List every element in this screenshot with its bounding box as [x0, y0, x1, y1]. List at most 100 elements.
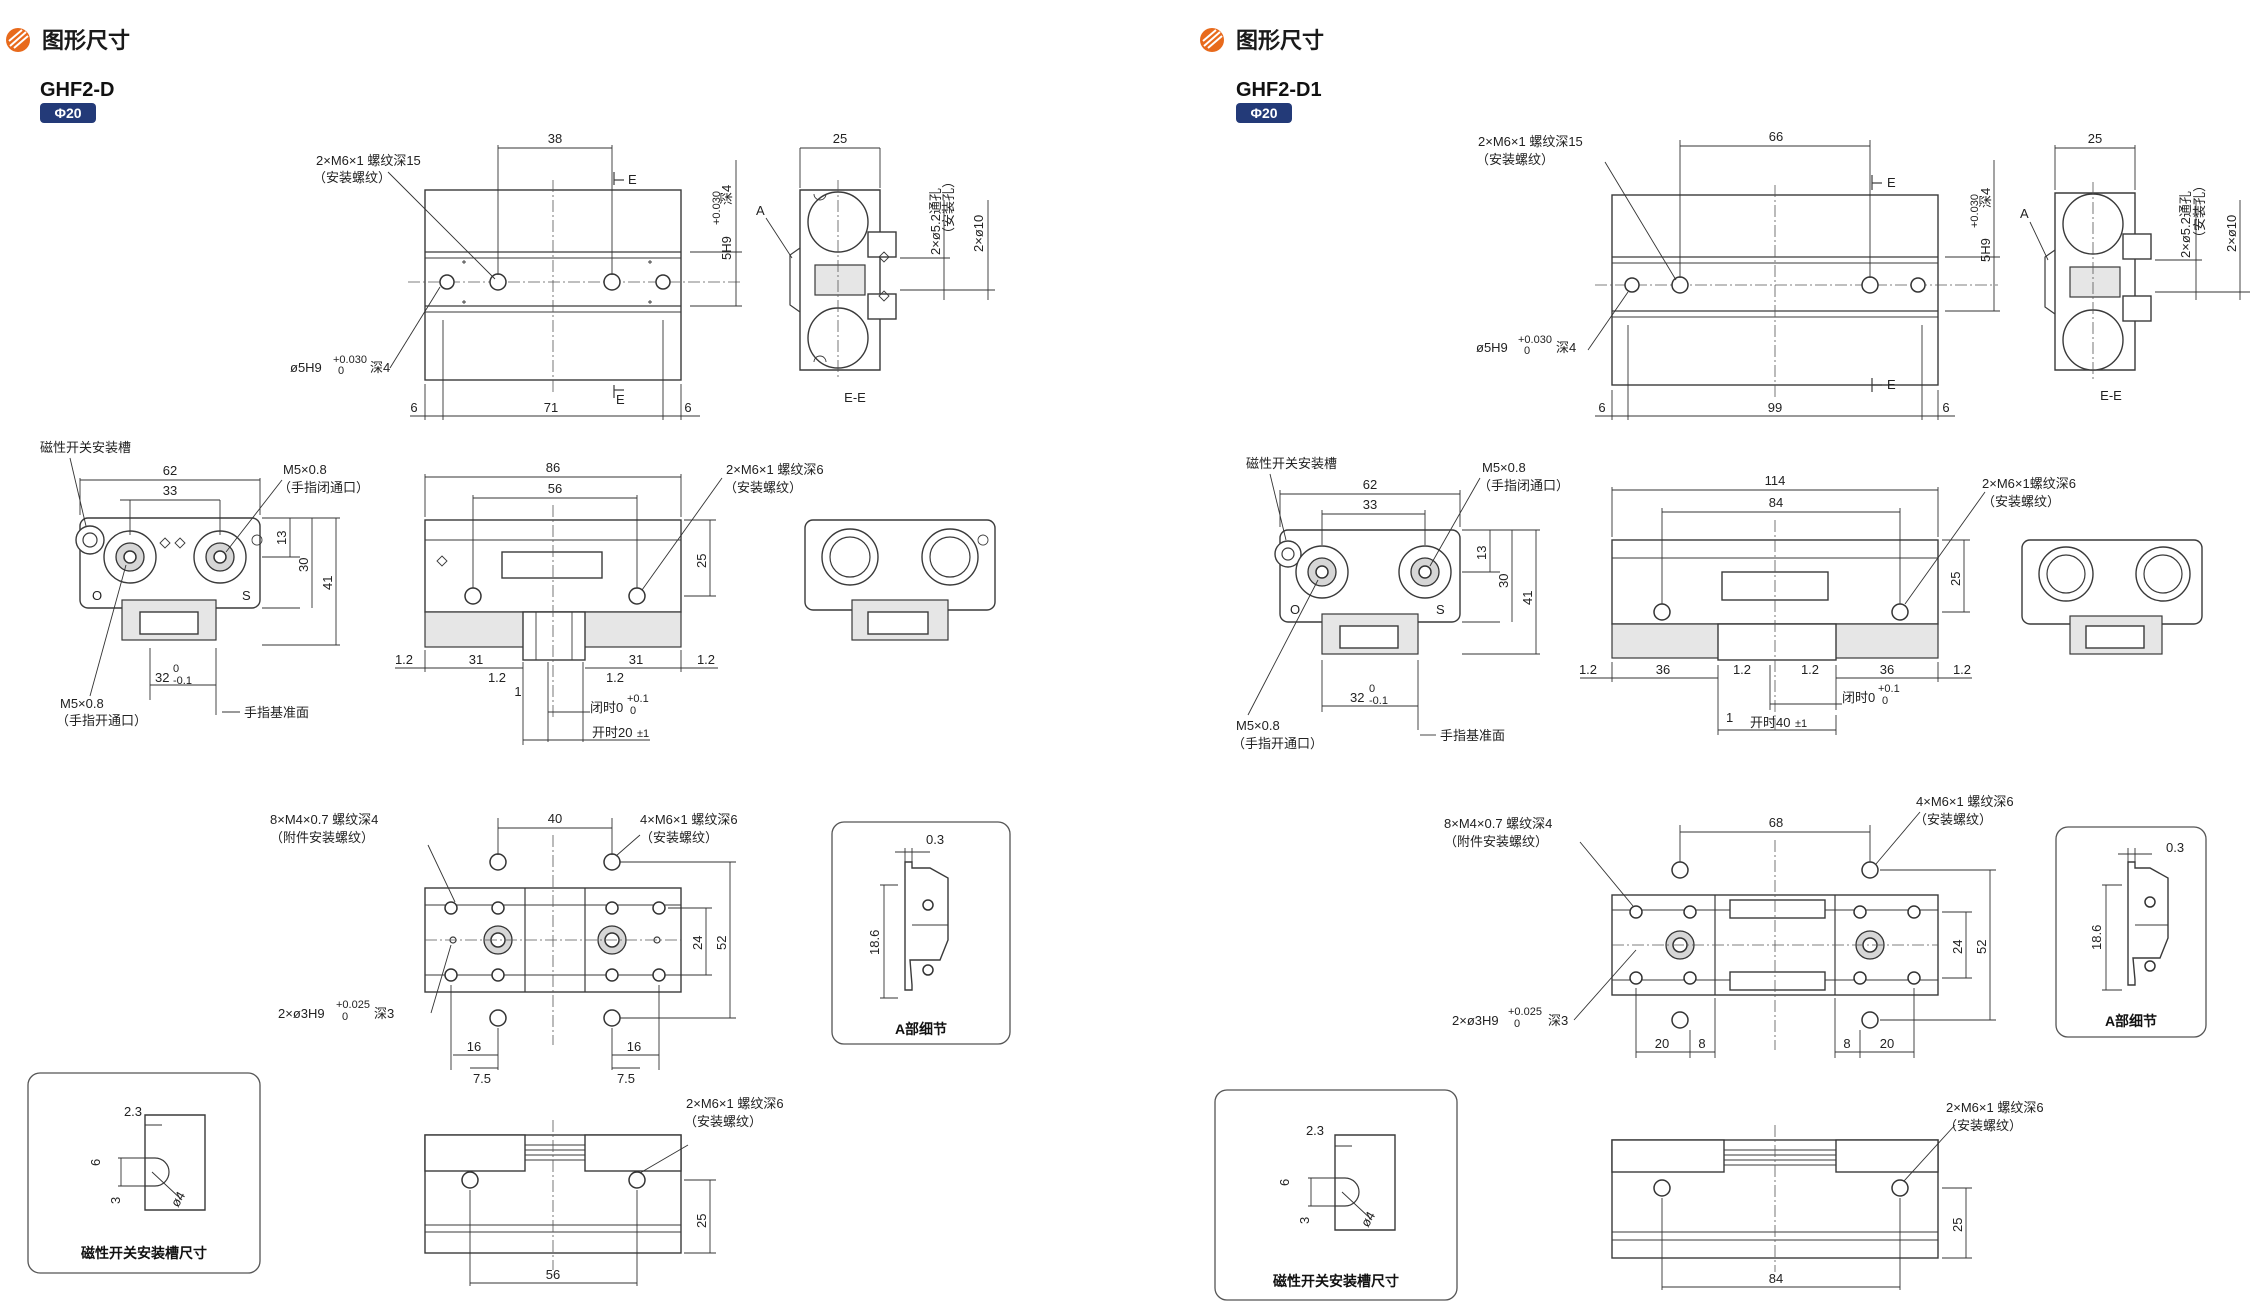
- svg-text:30: 30: [296, 558, 311, 572]
- bore-badge-label: Φ20: [54, 105, 81, 121]
- left-ee-section: 25 A 2×ø5.2通孔 （安装孔） 2×ø10 E-E: [756, 131, 995, 405]
- svg-text:2×M6×1 螺纹深15: 2×M6×1 螺纹深15: [1478, 134, 1583, 149]
- svg-text:4×M6×1 螺纹深6: 4×M6×1 螺纹深6: [640, 812, 738, 827]
- svg-text:（安装螺纹）: （安装螺纹）: [1914, 812, 1992, 827]
- svg-text:2.3: 2.3: [124, 1104, 142, 1119]
- svg-text:深4: 深4: [1556, 340, 1576, 355]
- svg-text:3: 3: [1297, 1217, 1312, 1224]
- svg-text:71: 71: [544, 400, 558, 415]
- svg-text:8×M4×0.7 螺纹深4: 8×M4×0.7 螺纹深4: [1444, 816, 1552, 831]
- svg-text:（手指开通口）: （手指开通口）: [1232, 736, 1323, 751]
- svg-text:2×M6×1 螺纹深15: 2×M6×1 螺纹深15: [316, 153, 421, 168]
- detail-a-caption: A部细节: [895, 1021, 947, 1037]
- right-end-view: [2021, 539, 2203, 655]
- svg-text:M5×0.8: M5×0.8: [283, 462, 327, 477]
- left-lower-view: 2×M6×1 螺纹深6 （安装螺纹） 25 56: [424, 1096, 784, 1286]
- svg-text:52: 52: [714, 936, 729, 950]
- svg-text:2×M6×1 螺纹深6: 2×M6×1 螺纹深6: [686, 1096, 784, 1111]
- svg-text:18.6: 18.6: [867, 930, 882, 955]
- svg-text:38: 38: [548, 131, 562, 146]
- svg-text:56: 56: [546, 1267, 560, 1282]
- svg-text:2.3: 2.3: [1306, 1123, 1324, 1138]
- svg-text:2×ø5.2通孔: 2×ø5.2通孔: [928, 188, 943, 255]
- section-title: 图形尺寸: [1236, 28, 1324, 53]
- svg-text:40: 40: [548, 811, 562, 826]
- svg-text:2×M6×1 螺纹深6: 2×M6×1 螺纹深6: [1946, 1100, 2044, 1115]
- svg-text:O: O: [92, 588, 102, 603]
- right-detail-a-panel: 0.3 18.6 A部细节: [2055, 826, 2207, 1038]
- svg-text:1.2: 1.2: [606, 670, 624, 685]
- svg-text:30: 30: [1496, 574, 1511, 588]
- svg-text:1: 1: [514, 684, 521, 699]
- svg-text:5H9: 5H9: [719, 236, 734, 260]
- svg-text:（安装螺纹）: （安装螺纹）: [1476, 152, 1554, 167]
- svg-text:+0.030: +0.030: [1518, 334, 1552, 346]
- svg-text:86: 86: [546, 460, 560, 475]
- svg-text:ø5H9: ø5H9: [1476, 340, 1508, 355]
- svg-text:36: 36: [1656, 662, 1670, 677]
- svg-text:33: 33: [163, 483, 177, 498]
- svg-text:18.6: 18.6: [2089, 925, 2104, 950]
- svg-text:5H9: 5H9: [1978, 238, 1993, 262]
- svg-text:6: 6: [410, 400, 417, 415]
- svg-text:7.5: 7.5: [617, 1071, 635, 1086]
- left-front-view: O S 62 33 磁性开关安装槽 M5×0.8 （手指闭通口） 13 30 4…: [40, 440, 369, 728]
- svg-text:36: 36: [1880, 662, 1894, 677]
- svg-text:31: 31: [469, 652, 483, 667]
- svg-text:O: O: [1290, 602, 1300, 617]
- svg-text:25: 25: [1948, 572, 1963, 586]
- slot-detail-caption: 磁性开关安装槽尺寸: [81, 1245, 207, 1261]
- svg-text:7.5: 7.5: [473, 1071, 491, 1086]
- svg-text:16: 16: [467, 1039, 481, 1054]
- svg-text:0.3: 0.3: [926, 832, 944, 847]
- svg-text:84: 84: [1769, 1271, 1783, 1286]
- svg-text:S: S: [242, 588, 251, 603]
- svg-text:2×ø5.2通孔: 2×ø5.2通孔: [2178, 191, 2193, 258]
- svg-text:99: 99: [1768, 400, 1782, 415]
- svg-text:2×ø10: 2×ø10: [971, 215, 986, 252]
- svg-text:-0.1: -0.1: [173, 675, 192, 687]
- bore-badge-label: Φ20: [1250, 105, 1277, 121]
- svg-text:E: E: [1887, 377, 1896, 392]
- svg-text:20: 20: [1655, 1036, 1669, 1051]
- svg-text:闭时0: 闭时0: [590, 700, 623, 715]
- left-top-view: 38 71 6 6 E E 2×M6×1 螺纹深15 （安装螺纹） ø5H9 +…: [290, 131, 742, 420]
- svg-text:33: 33: [1363, 497, 1377, 512]
- svg-text:41: 41: [320, 576, 335, 590]
- svg-text:手指基准面: 手指基准面: [244, 705, 309, 720]
- svg-text:深3: 深3: [374, 1006, 394, 1021]
- svg-text:66: 66: [1769, 129, 1783, 144]
- svg-text:6: 6: [684, 400, 691, 415]
- right-ee-section: 25 A 2×ø5.2通孔 （安装孔） 2×ø10 E-E: [2020, 131, 2250, 403]
- svg-text:13: 13: [1474, 546, 1489, 560]
- svg-text:（安装螺纹）: （安装螺纹）: [640, 830, 718, 845]
- svg-text:±1: ±1: [637, 728, 649, 740]
- model-name: GHF2-D: [40, 79, 114, 101]
- svg-text:+0.025: +0.025: [336, 999, 370, 1011]
- svg-text:0: 0: [1514, 1018, 1520, 1030]
- svg-text:-0.1: -0.1: [1369, 695, 1388, 707]
- svg-text:25: 25: [2088, 131, 2102, 146]
- svg-text:8×M4×0.7 螺纹深4: 8×M4×0.7 螺纹深4: [270, 812, 378, 827]
- svg-text:E-E: E-E: [844, 390, 866, 405]
- section-title: 图形尺寸: [42, 28, 130, 53]
- svg-text:68: 68: [1769, 815, 1783, 830]
- svg-text:E: E: [1887, 175, 1896, 190]
- right-side-view: 114 84 2×M6×1螺纹深6 （安装螺纹） 25 1.2 36 1.2 1…: [1579, 473, 2076, 735]
- left-detail-a-panel: 0.3 18.6 A部细节: [831, 821, 1011, 1045]
- svg-text:3: 3: [108, 1197, 123, 1204]
- svg-text:2×ø3H9: 2×ø3H9: [1452, 1013, 1499, 1028]
- svg-text:A: A: [756, 203, 765, 218]
- svg-text:M5×0.8: M5×0.8: [1236, 718, 1280, 733]
- svg-text:（安装孔）: （安装孔）: [941, 175, 956, 240]
- detail-a-caption: A部细节: [2105, 1013, 2157, 1029]
- svg-text:0: 0: [338, 365, 344, 377]
- svg-text:8: 8: [1698, 1036, 1705, 1051]
- svg-text:+0.030: +0.030: [711, 191, 723, 225]
- right-lower-view: 2×M6×1 螺纹深6 （安装螺纹） 25 84: [1611, 1100, 2044, 1290]
- svg-text:8: 8: [1843, 1036, 1850, 1051]
- svg-text:1.2: 1.2: [697, 652, 715, 667]
- svg-text:0: 0: [630, 705, 636, 717]
- bore-badge: [1236, 103, 1292, 123]
- svg-text:M5×0.8: M5×0.8: [60, 696, 104, 711]
